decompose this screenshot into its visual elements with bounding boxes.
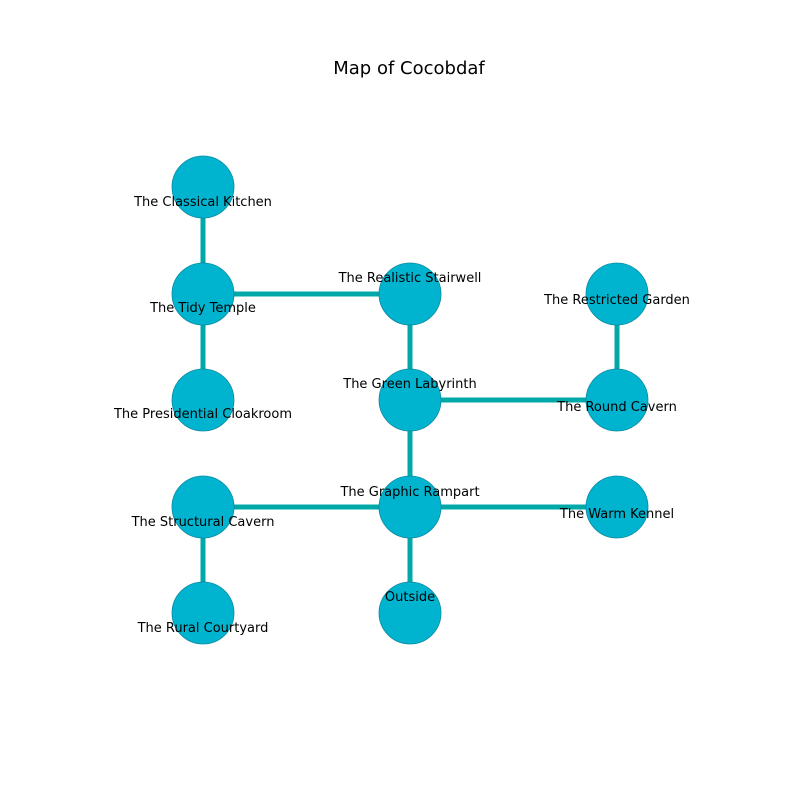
room-label-graphic-rampart: The Graphic Rampart bbox=[339, 485, 479, 500]
room-node-structural-cavern bbox=[171, 475, 235, 539]
room-label-tidy-temple: The Tidy Temple bbox=[149, 301, 256, 316]
room-node-rural-courtyard bbox=[171, 581, 235, 645]
rooms-layer bbox=[171, 155, 649, 645]
room-label-restricted-garden: The Restricted Garden bbox=[543, 293, 690, 308]
room-node-outside bbox=[378, 581, 442, 645]
room-node-warm-kennel bbox=[585, 475, 649, 539]
room-node-round-cavern bbox=[585, 368, 649, 432]
room-label-classical-kitchen: The Classical Kitchen bbox=[133, 195, 272, 210]
room-label-green-labyrinth: The Green Labyrinth bbox=[342, 377, 477, 392]
map-title: Map of Cocobdaf bbox=[333, 58, 485, 79]
room-node-tidy-temple bbox=[171, 262, 235, 326]
room-node-presidential-cloakroom bbox=[171, 368, 235, 432]
room-node-graphic-rampart bbox=[378, 475, 442, 539]
room-label-structural-cavern: The Structural Cavern bbox=[131, 515, 275, 530]
room-label-outside: Outside bbox=[385, 590, 435, 605]
room-node-green-labyrinth bbox=[378, 368, 442, 432]
room-label-round-cavern: The Round Cavern bbox=[556, 400, 677, 415]
room-node-realistic-stairwell bbox=[378, 262, 442, 326]
room-node-classical-kitchen bbox=[171, 155, 235, 219]
room-node-restricted-garden bbox=[585, 262, 649, 326]
room-label-presidential-cloakroom: The Presidential Cloakroom bbox=[113, 407, 292, 422]
room-label-rural-courtyard: The Rural Courtyard bbox=[137, 621, 269, 636]
room-label-warm-kennel: The Warm Kennel bbox=[559, 507, 674, 522]
room-label-realistic-stairwell: The Realistic Stairwell bbox=[338, 271, 482, 286]
